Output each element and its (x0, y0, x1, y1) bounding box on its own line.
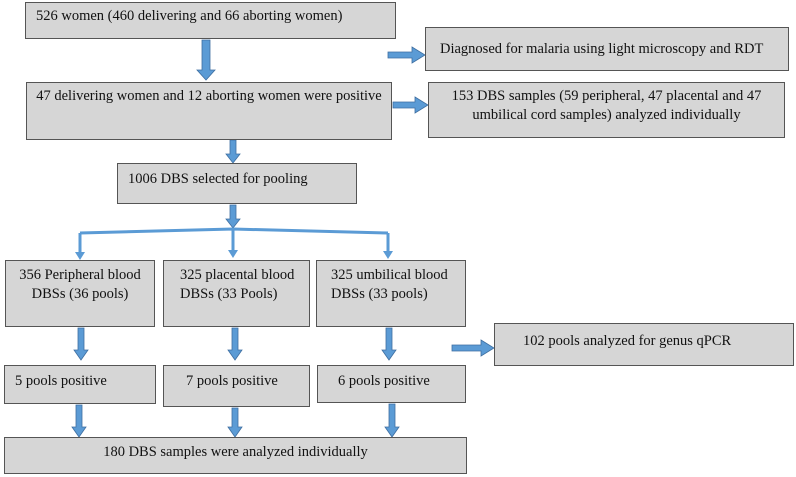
branch-center-arrowhead (228, 250, 238, 258)
box-final-text: 180 DBS samples were analyzed individual… (103, 444, 368, 460)
box-positive-women-text: 47 delivering women and 12 aborting wome… (36, 88, 382, 104)
arrow-down-2 (225, 139, 241, 164)
box-peripheral-text: 356 Peripheral blood DBSs (36 pools) (19, 267, 141, 302)
arrow-down-1 (196, 39, 216, 81)
arrow-right-1 (387, 46, 426, 64)
box-selected-pooling-text: 1006 DBS selected for pooling (128, 171, 308, 187)
arrow-down-6 (381, 327, 397, 361)
box-dbs-individual: 153 DBS samples (59 peripheral, 47 place… (428, 82, 785, 138)
box-umbilical-positive: 6 pools positive (317, 365, 466, 403)
box-dbs-individual-text: 153 DBS samples (59 peripheral, 47 place… (451, 88, 762, 123)
box-peripheral-positive: 5 pools positive (4, 365, 156, 404)
box-placental-text: 325 placental blood DBSs (33 Pools) (180, 267, 295, 302)
box-selected-pooling: 1006 DBS selected for pooling (117, 163, 357, 204)
box-diagnosed-text: Diagnosed for malaria using light micros… (440, 41, 764, 57)
box-final: 180 DBS samples were analyzed individual… (4, 437, 467, 474)
arrow-down-7 (71, 404, 87, 438)
branch-right-arrowhead (383, 251, 393, 259)
arrow-down-8 (227, 407, 243, 438)
arrow-right-2 (392, 96, 429, 114)
box-umbilical-positive-text: 6 pools positive (338, 373, 430, 389)
arrow-down-9 (384, 403, 400, 438)
box-placental: 325 placental blood DBSs (33 Pools) (163, 260, 310, 327)
box-placental-positive: 7 pools positive (163, 365, 310, 407)
arrow-down-3 (225, 204, 241, 229)
arrow-down-4 (73, 327, 89, 361)
box-umbilical-text: 325 umbilical blood DBSs (33 pools) (331, 267, 448, 302)
box-women-total-text: 526 women (460 delivering and 66 abortin… (36, 8, 343, 24)
box-umbilical: 325 umbilical blood DBSs (33 pools) (316, 260, 466, 327)
box-genus-qpcr-text: 102 pools analyzed for genus qPCR (523, 333, 732, 349)
box-placental-positive-text: 7 pools positive (186, 373, 278, 389)
box-genus-qpcr: 102 pools analyzed for genus qPCR (494, 323, 794, 366)
branch-left-arrowhead (75, 252, 85, 260)
arrow-down-5 (227, 327, 243, 361)
box-peripheral: 356 Peripheral blood DBSs (36 pools) (5, 260, 155, 327)
arrow-right-3 (451, 339, 495, 357)
box-positive-women: 47 delivering women and 12 aborting wome… (26, 82, 392, 140)
box-diagnosed: Diagnosed for malaria using light micros… (425, 27, 789, 71)
box-peripheral-positive-text: 5 pools positive (15, 373, 107, 389)
box-women-total: 526 women (460 delivering and 66 abortin… (25, 2, 396, 39)
